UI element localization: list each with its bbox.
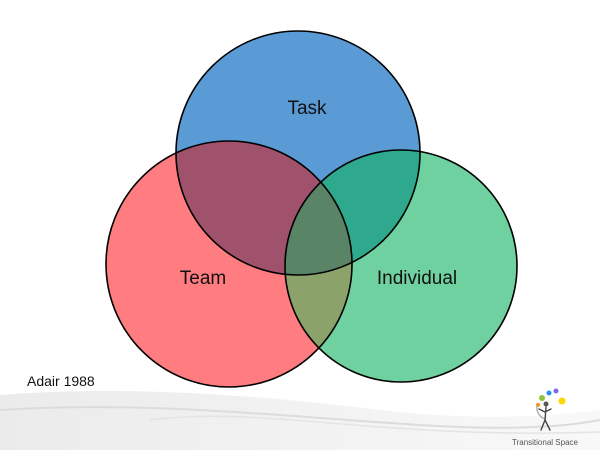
venn-label-team: Team xyxy=(180,268,226,289)
venn-outline-individual xyxy=(284,149,518,383)
venn-label-task: Task xyxy=(287,98,327,119)
logo-caption: Transitional Space xyxy=(512,438,578,447)
transitional-space-logo-icon xyxy=(536,388,566,431)
background-swoosh-line xyxy=(149,415,600,434)
venn-label-individual: Individual xyxy=(377,268,457,289)
background-swoosh-line xyxy=(0,406,600,429)
citation-text: Adair 1988 xyxy=(27,373,95,389)
venn-outline-team xyxy=(105,140,353,388)
